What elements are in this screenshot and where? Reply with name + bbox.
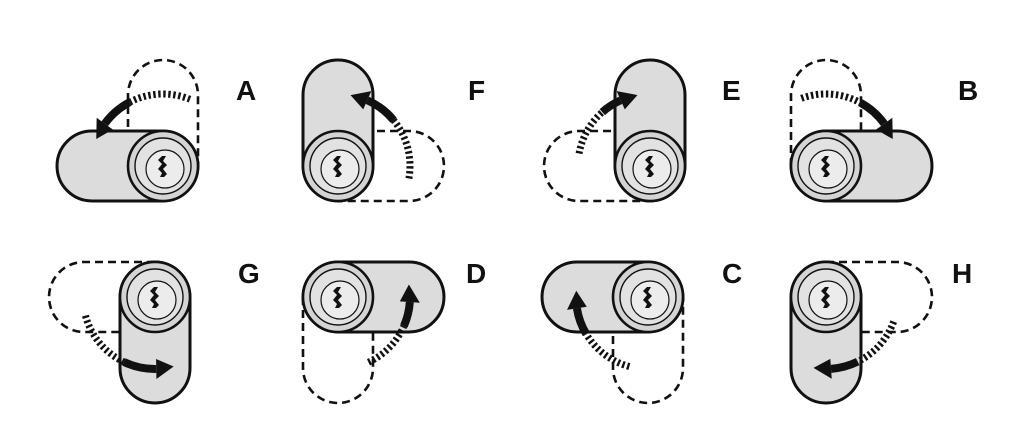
alternate-cam-outline: [338, 129, 446, 203]
arrow-head: [96, 117, 113, 140]
cam-position-c: C: [540, 258, 742, 405]
lock-cylinder-icon: [789, 260, 863, 334]
arrow-shaft: [830, 358, 860, 373]
alternate-cam-outline: [611, 297, 685, 405]
lock-cylinder-icon: [301, 260, 375, 334]
position-label-b: B: [958, 75, 978, 106]
cylinder-plug: [632, 149, 672, 189]
position-label-a: A: [236, 75, 256, 106]
position-label-f: F: [468, 75, 485, 106]
lock-cylinder-icon: [613, 129, 687, 203]
cam-position-f: F: [301, 58, 485, 203]
position-label-g: G: [238, 258, 260, 289]
arrow-tail: [800, 90, 862, 106]
keyway-icon: [333, 287, 342, 308]
arrow-head: [813, 358, 832, 379]
arrow-shaft: [400, 301, 414, 328]
arrow-tail: [82, 314, 126, 366]
lock-cylinder-icon: [301, 129, 375, 203]
arrow-head: [156, 358, 174, 379]
arrow-shaft: [122, 358, 157, 373]
cam-position-h: H: [789, 258, 972, 405]
keyway-icon: [158, 156, 167, 177]
cylinder-plug: [808, 149, 848, 189]
cam-position-g: G: [47, 258, 260, 405]
cam-position-a: A: [55, 58, 256, 203]
keyway-icon: [645, 156, 654, 177]
keyway-icon: [150, 287, 159, 308]
arrow-tail: [855, 320, 897, 365]
rotation-arrow-icon: [82, 314, 174, 379]
arrow-tail: [575, 109, 605, 155]
position-label-d: D: [466, 258, 486, 289]
rotation-arrow-icon: [567, 290, 631, 370]
arrow-shaft: [572, 307, 590, 337]
lock-cylinder-icon: [789, 129, 863, 203]
lock-cylinder-icon: [118, 260, 192, 334]
arrow-tail: [128, 90, 192, 106]
keyway-icon: [821, 156, 830, 177]
arrow-shaft: [101, 98, 132, 127]
arrow-shaft: [365, 96, 397, 123]
cylinder-plug: [808, 280, 848, 320]
arrow-head: [567, 290, 587, 310]
cam-position-d: D: [301, 258, 486, 405]
keyway-icon: [333, 156, 342, 177]
cylinder-plug: [137, 280, 177, 320]
alternate-cam-outline: [126, 58, 200, 166]
keyway-icon: [643, 287, 652, 308]
rotation-arrow-icon: [575, 91, 638, 155]
cylinder-plug: [630, 280, 670, 320]
arrow-tail: [390, 117, 414, 180]
position-label-c: C: [722, 258, 742, 289]
lock-cylinder-icon: [611, 260, 685, 334]
alternate-cam-outline: [301, 297, 375, 405]
rotation-arrow-icon: [800, 90, 893, 140]
lock-cylinder-icon: [126, 129, 200, 203]
cylinder-plug: [320, 149, 360, 189]
cam-position-b: B: [789, 58, 978, 203]
arrow-head: [616, 91, 638, 110]
arrow-head: [350, 91, 372, 110]
alternate-cam-outline: [542, 129, 650, 203]
alternate-cam-outline: [47, 260, 155, 334]
arrow-shaft: [858, 99, 888, 127]
alternate-cam-outline: [826, 260, 934, 334]
position-label-h: H: [952, 258, 972, 289]
cam-position-e: E: [542, 58, 741, 203]
rotation-arrow-icon: [350, 91, 414, 180]
arrow-head: [876, 117, 893, 140]
arrow-shaft: [599, 96, 623, 116]
cylinder-plug: [145, 149, 185, 189]
arrow-tail: [366, 324, 408, 366]
rotation-arrow-icon: [366, 284, 420, 366]
rotation-arrow-icon: [96, 90, 192, 140]
arrow-tail: [583, 332, 631, 370]
keyway-icon: [821, 287, 830, 308]
arrow-head: [399, 284, 420, 303]
position-label-e: E: [722, 75, 741, 106]
rotation-arrow-icon: [813, 320, 897, 379]
cylinder-plug: [320, 280, 360, 320]
alternate-cam-outline: [789, 58, 863, 166]
